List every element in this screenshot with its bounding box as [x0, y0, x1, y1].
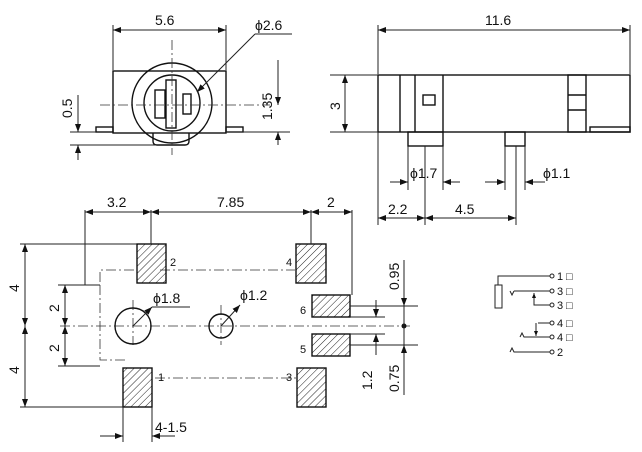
dim-h4: 4: [6, 366, 22, 374]
dim-a: 3.2: [107, 194, 127, 210]
dim-pin2: ϕ1.1: [543, 165, 571, 181]
dim-pin1: ϕ1.7: [410, 165, 438, 181]
pin-1: 1□: [549, 271, 573, 283]
pad-6: [311, 294, 351, 318]
pin-4b: 4□: [549, 332, 573, 344]
hole-large: [114, 307, 152, 345]
pad-label: 3: [286, 372, 292, 384]
dim-pad-width: 4-1.5: [155, 419, 187, 435]
svg-text:1: 1: [557, 271, 563, 283]
dim-width: 5.6: [155, 12, 175, 28]
svg-text:2: 2: [557, 347, 563, 359]
svg-text:3: 3: [557, 286, 563, 298]
dim-dist2: 4.5: [455, 201, 475, 217]
pin-2: 2: [549, 347, 563, 359]
pad-label: 6: [300, 305, 306, 317]
svg-text:□: □: [566, 318, 573, 330]
svg-text:4: 4: [557, 332, 563, 344]
dim-hole1: ϕ1.8: [153, 290, 181, 306]
pad-label: 2: [170, 257, 176, 269]
footprint-view: 2 4 6 5 1 3 ϕ1.8 ϕ1.2 3.2 7.85 2 4 2 2: [6, 194, 418, 442]
pad-1: [122, 367, 153, 408]
svg-text:□: □: [566, 286, 573, 298]
pad-5: [311, 333, 351, 357]
dim-height: 1.35: [259, 93, 275, 120]
dim-c: 2: [327, 194, 335, 210]
dim-h3: 2: [46, 344, 62, 352]
svg-text:4: 4: [557, 318, 563, 330]
dim-b: 7.85: [217, 194, 244, 210]
dim-h2: 2: [46, 304, 62, 312]
dim-length: 11.6: [485, 12, 511, 28]
front-view: 5.6 ϕ2.6 1.35 0.5: [59, 12, 292, 160]
pad-label: 4: [286, 257, 292, 269]
pad-2: [136, 243, 167, 284]
pad-label: 5: [300, 344, 306, 356]
dim-side-height: 3: [327, 102, 343, 110]
hole-small: [208, 313, 234, 339]
dim-offset: 0.5: [59, 98, 75, 118]
schematic: 1□ 3□ 3□ 4□ 4□ 2: [494, 271, 573, 359]
dim-v2: 0.75: [386, 365, 402, 392]
pad-4: [295, 243, 327, 284]
dim-diameter: ϕ2.6: [255, 17, 283, 33]
pad-label: 1: [158, 372, 164, 384]
pin-3a: 3□: [549, 286, 573, 298]
svg-text:3: 3: [557, 300, 563, 312]
svg-text:□: □: [566, 271, 573, 283]
pin-3b: 3□: [549, 300, 573, 312]
pin-4a: 4□: [549, 318, 573, 330]
svg-text:□: □: [566, 332, 573, 344]
side-view: 11.6 3 ϕ1.7 ϕ1.1 2.2 4.5: [327, 12, 631, 225]
svg-text:□: □: [566, 300, 573, 312]
dim-dist1: 2.2: [388, 201, 408, 217]
dim-hole2: ϕ1.2: [240, 287, 268, 303]
dim-v3: 1.2: [359, 370, 375, 390]
dim-v1: 0.95: [386, 263, 402, 290]
dim-h1: 4: [6, 284, 22, 292]
pad-3: [296, 367, 327, 408]
